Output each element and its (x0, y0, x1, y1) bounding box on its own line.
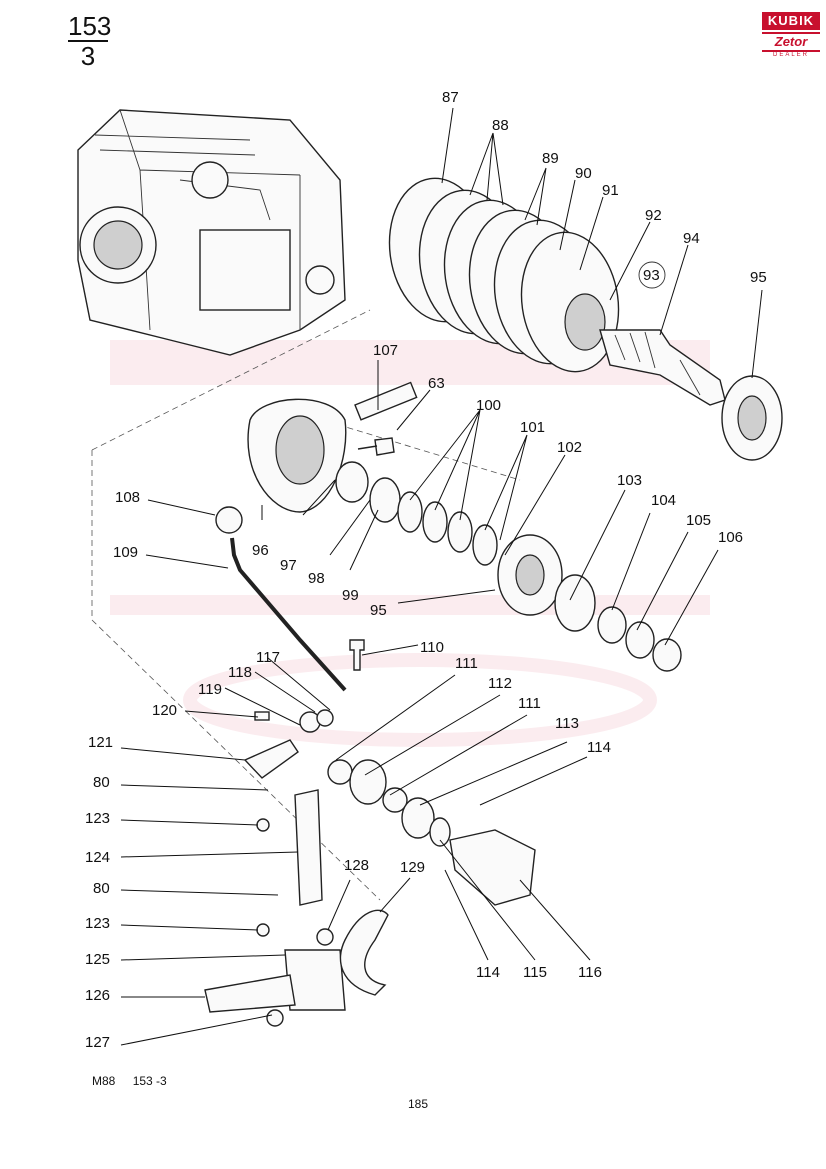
callout-107: 107 (373, 342, 398, 359)
knob (215, 506, 243, 534)
bearing-top (721, 375, 783, 461)
callout-111-b: 111 (518, 695, 541, 712)
callout-118: 118 (228, 664, 252, 681)
dealer-logo: KUBIK Zetor DEALER (762, 12, 820, 62)
callout-128: 128 (344, 857, 369, 874)
callout-97: 97 (280, 557, 297, 574)
callout-89: 89 (542, 150, 559, 167)
callout-95-mid: 95 (370, 602, 387, 619)
page-number-top: 153 (68, 11, 112, 42)
callout-114-b: 114 (476, 964, 500, 981)
clutch-plate-stack (388, 177, 620, 373)
callout-95-top: 95 (750, 269, 767, 286)
page-number: 153 3 (68, 11, 112, 71)
callout-113: 113 (555, 715, 579, 732)
callout-99: 99 (342, 587, 359, 604)
callout-111-a: 111 (455, 655, 478, 672)
footer-reference: M88 153 -3 (92, 1074, 181, 1088)
callout-112: 112 (488, 675, 512, 692)
callout-109: 109 (113, 544, 138, 561)
shift-rod (230, 537, 347, 692)
callout-96: 96 (252, 542, 269, 559)
bolt-110 (349, 639, 365, 671)
footer-ref: 153 -3 (132, 1074, 167, 1088)
callout-119: 119 (198, 681, 222, 698)
bearing-middle (497, 534, 563, 616)
callout-106: 106 (718, 529, 743, 546)
callout-123-b: 123 (85, 915, 110, 932)
callout-127: 127 (85, 1034, 110, 1051)
lower-assembly (204, 709, 536, 1027)
logo-dealer: DEALER (772, 52, 809, 58)
callout-121: 121 (88, 734, 113, 751)
callout-105: 105 (686, 512, 711, 529)
callout-92: 92 (645, 207, 662, 224)
footer-page-number: 185 (408, 1097, 429, 1111)
callout-117: 117 (256, 649, 280, 666)
callout-87: 87 (442, 89, 459, 106)
logo-subbrand: Zetor (762, 32, 820, 52)
callout-126: 126 (85, 987, 110, 1004)
callout-circle-93 (638, 261, 666, 289)
callout-115: 115 (523, 964, 547, 981)
callout-93: 93 (643, 267, 660, 284)
callout-104: 104 (651, 492, 676, 509)
callout-63: 63 (428, 375, 445, 392)
callout-101: 101 (520, 419, 545, 436)
callout-88: 88 (492, 117, 509, 134)
callout-124: 124 (85, 849, 110, 866)
callout-100: 100 (476, 397, 501, 414)
callout-98: 98 (308, 570, 325, 587)
gearbox-housing (77, 109, 346, 356)
leader-lines (120, 107, 763, 1046)
page-number-bottom: 3 (80, 41, 96, 71)
callout-116: 116 (578, 964, 602, 981)
callout-94: 94 (683, 230, 700, 247)
bolt (357, 437, 395, 456)
lock-plate (354, 381, 418, 421)
callout-108: 108 (115, 489, 140, 506)
callout-91: 91 (602, 182, 619, 199)
callout-125: 125 (85, 951, 110, 968)
callout-120: 120 (152, 702, 177, 719)
footer-model: M88 (92, 1074, 116, 1088)
callout-114-a: 114 (587, 739, 611, 756)
callout-80-b: 80 (93, 880, 110, 897)
callout-90: 90 (575, 165, 592, 182)
callout-110: 110 (420, 639, 444, 656)
callout-102: 102 (557, 439, 582, 456)
flange-plate (247, 398, 347, 513)
callout-129: 129 (400, 859, 425, 876)
gear-set (554, 574, 682, 672)
callout-labels: 87 88 89 90 91 92 93 94 95 107 63 100 10… (85, 89, 767, 1051)
callout-123-a: 123 (85, 810, 110, 827)
callout-80-a: 80 (93, 774, 110, 791)
logo-brand: KUBIK (762, 12, 820, 30)
callout-103: 103 (617, 472, 642, 489)
